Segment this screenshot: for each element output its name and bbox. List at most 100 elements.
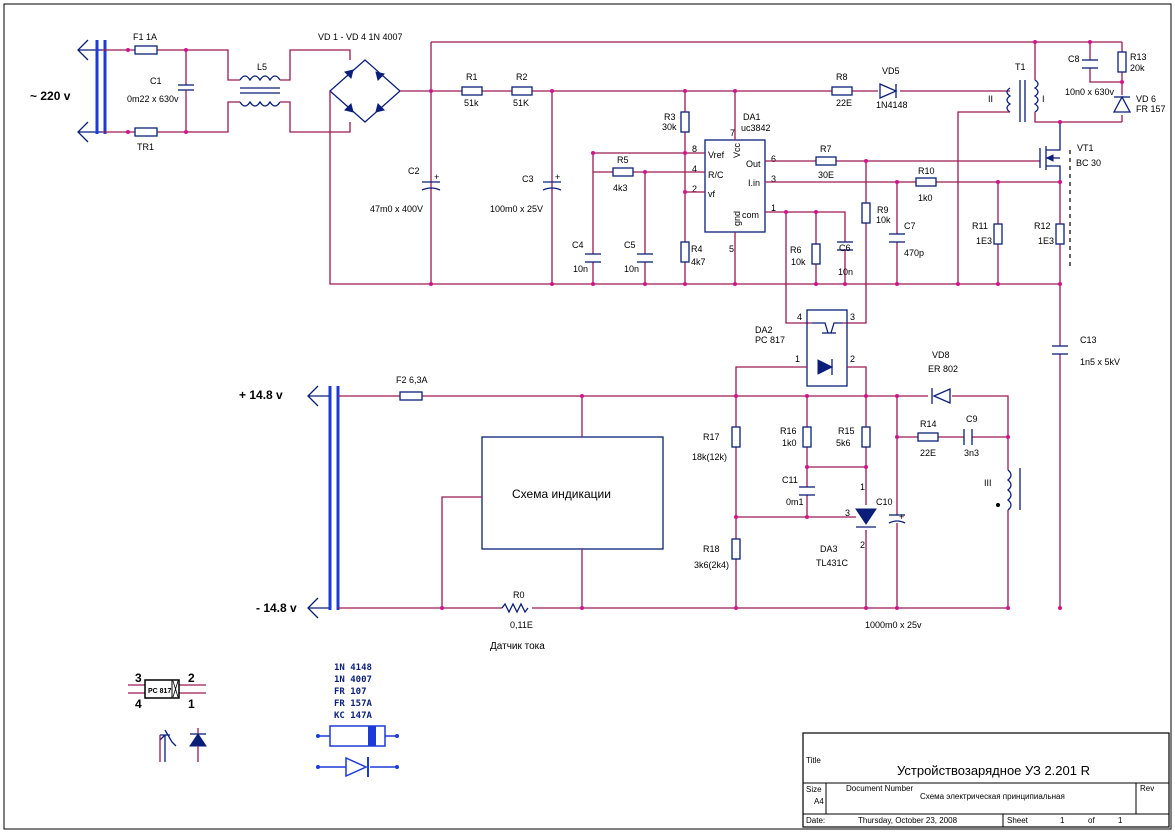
vd5-value: 1N4148 (876, 100, 908, 110)
r10-ref: R10 (918, 166, 935, 176)
resistor-r12 (1055, 223, 1065, 245)
opto-pin-2: 2 (850, 354, 855, 364)
legend-opto-part: PC 817 (148, 688, 171, 695)
winding-iii-label: III (984, 478, 992, 488)
choke-l5 (239, 75, 281, 107)
tb-title-label: Title (806, 756, 821, 765)
diode-vd8 (931, 388, 951, 404)
resistor-r8 (831, 86, 853, 96)
r3-ref: R3 (664, 112, 676, 122)
pin-out: Out (746, 159, 761, 169)
vt1-ref: VT1 (1077, 143, 1094, 153)
resistor-r6 (811, 243, 821, 265)
r1-ref: R1 (466, 72, 478, 82)
resistor-r13 (1117, 51, 1127, 73)
r12-ref: R12 (1034, 221, 1051, 231)
tb-sheet-label: Sheet (1007, 816, 1029, 825)
c3-ref: C3 (522, 174, 534, 184)
c7-value: 470p (904, 248, 924, 258)
c11-value: 0m1 (786, 497, 804, 507)
r5-value: 4k3 (613, 183, 628, 193)
resistor-r3 (680, 111, 690, 133)
capacitor-c4 (585, 253, 601, 263)
r4-value: 4k7 (691, 257, 706, 267)
winding-i-label: I (1042, 94, 1045, 104)
indication-label: Схема индикации (512, 487, 611, 501)
c8-value: 10n0 x 630v (1065, 87, 1115, 97)
legend-pin-2: 2 (188, 671, 195, 685)
tb-rev-label: Rev (1140, 784, 1154, 793)
da1-value: uc3842 (741, 123, 771, 133)
vd6-ref: VD 6 (1136, 94, 1156, 104)
tb-of-label: of (1088, 816, 1095, 825)
fuse-f2 (399, 391, 423, 401)
winding-iii (996, 468, 1021, 511)
c1-value: 0m22 x 630v (127, 94, 179, 104)
legend-diode-3: FR 107 (334, 687, 367, 697)
resistor-r7 (815, 156, 837, 166)
r7-ref: R7 (820, 144, 832, 154)
legend-diode-4: FR 157A (334, 699, 373, 709)
vd8-ref: VD8 (932, 350, 950, 360)
resistor-r11 (993, 223, 1003, 245)
vd1-vd4-label: VD 1 - VD 4 1N 4007 (318, 32, 403, 42)
capacitor-c10: + (888, 512, 906, 524)
r10-value: 1k0 (918, 193, 933, 203)
pin-2: 2 (692, 184, 697, 194)
regulator-da3 (855, 508, 877, 528)
pin-4: 4 (692, 164, 697, 174)
r15-value: 5k6 (836, 438, 851, 448)
r12-value: 1E3 (1038, 236, 1054, 246)
c3-value: 100m0 x 25V (490, 204, 543, 214)
winding-ii-label: II (988, 94, 993, 104)
resistor-r5 (612, 167, 634, 177)
diode-bridge-vd1-vd4 (329, 59, 401, 123)
c6-value: 10n (838, 267, 853, 277)
da2-value: PC 817 (755, 335, 785, 345)
resistor-r9 (861, 202, 871, 224)
tb-sheet: 1 (1060, 816, 1065, 825)
tb-size-label: Size (806, 785, 822, 794)
vd8-value: ER 802 (928, 364, 958, 374)
pin-3: 3 (771, 174, 776, 184)
r14-ref: R14 (920, 419, 937, 429)
c11-ref: C11 (782, 475, 798, 485)
tb-date: Thursday, October 23, 2008 (858, 816, 958, 825)
legend-pin-3: 3 (135, 671, 142, 685)
vd5-ref: VD5 (882, 66, 900, 76)
c10-value: 1000m0 x 25v (865, 620, 922, 630)
c4-value: 10n (573, 264, 588, 274)
da3-value: TL431C (816, 558, 849, 568)
r9-value: 10k (876, 215, 891, 225)
r4-ref: R4 (691, 244, 703, 254)
opto-pin-3: 3 (850, 312, 855, 322)
capacitor-c9 (963, 429, 973, 445)
c2-ref: C2 (408, 166, 420, 176)
da3-ref: DA3 (820, 544, 838, 554)
c10-ref: C10 (876, 497, 893, 507)
c4-ref: C4 (572, 240, 584, 250)
resistor-r16 (802, 426, 812, 448)
resistor-r10 (915, 177, 937, 187)
tb-title: Устройствозарядное УЗ 2.201 R (897, 763, 1090, 778)
c6-ref: C6 (839, 243, 851, 253)
t1-label: T1 (1015, 62, 1026, 72)
r16-value: 1k0 (782, 438, 797, 448)
capacitor-c3: + (542, 172, 562, 191)
f2-label: F2 6,3A (396, 375, 428, 385)
c13-value: 1n5 x 5kV (1080, 357, 1120, 367)
r0-value: 0,11E (510, 620, 533, 630)
c5-value: 10n (624, 264, 639, 274)
c7-ref: C7 (904, 221, 916, 231)
r11-value: 1E3 (976, 236, 992, 246)
capacitor-c7 (889, 233, 905, 243)
pin-rc: R/C (708, 170, 724, 180)
mosfet-vt1 (1039, 122, 1061, 182)
r18-value: 3k6(2k4) (694, 560, 729, 570)
f1-label: F1 1A (133, 32, 157, 42)
legend-diode-1: 1N 4148 (334, 663, 372, 673)
c8-ref: C8 (1068, 54, 1080, 64)
r7-value: 30E (818, 170, 834, 180)
da1-ref: DA1 (743, 112, 761, 122)
